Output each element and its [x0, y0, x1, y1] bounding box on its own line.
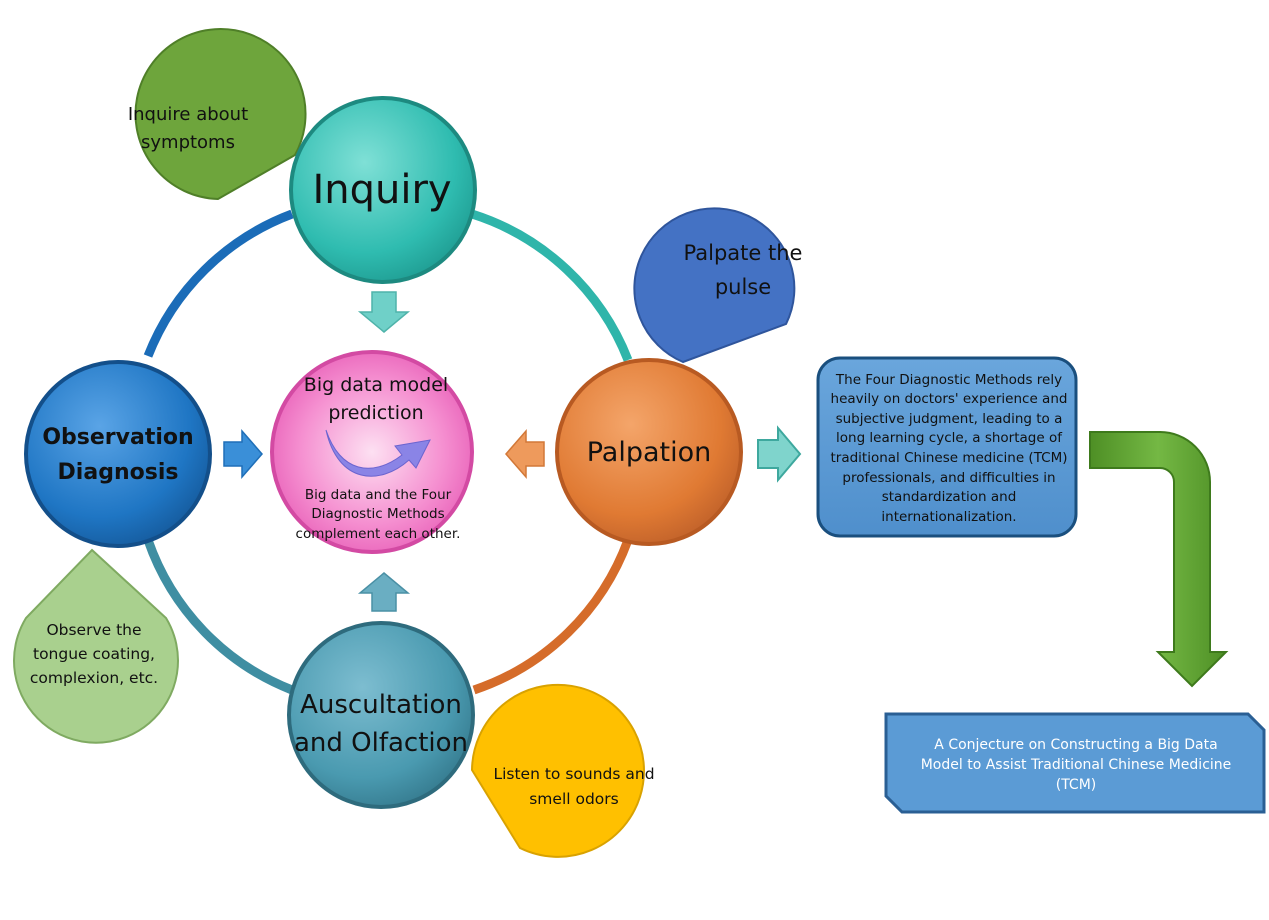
bubble-palpation-text: Palpate the pulse [683, 241, 803, 299]
observation-circle [24, 360, 212, 548]
arrow-to-info-icon [757, 425, 802, 483]
auscultation-label: Auscultation and Olfaction [293, 690, 469, 758]
ring-arc-palpation-auscultation [472, 538, 633, 695]
info-box-text: The Four Diagnostic Methods rely heavily… [830, 371, 1068, 525]
bubble-palpation-shape [633, 207, 796, 364]
cycle-arrow-icon [325, 429, 431, 477]
ring-arc-observation-inquiry [143, 209, 294, 358]
bubble-auscultation-text: Listen to sounds and smell odors [493, 765, 655, 808]
center-title: Big data model prediction [303, 373, 449, 425]
observation-label: Observation Diagnosis [42, 424, 194, 485]
arrow-left-icon [505, 428, 545, 480]
result-box-text: A Conjecture on Constructing a Big Data … [920, 736, 1232, 794]
bubble-inquiry-shape [134, 28, 307, 201]
info-box [816, 356, 1078, 538]
auscultation-circle [287, 621, 475, 809]
bubble-observation-text: Observe the tongue coating, complexion, … [29, 620, 159, 687]
ring-arc-inquiry-palpation [470, 209, 633, 362]
bent-arrow-icon [1089, 431, 1229, 688]
arrow-down-icon [357, 291, 411, 333]
bubble-observation-shape [13, 548, 179, 744]
ring-arc-auscultation-observation [143, 538, 294, 695]
palpation-circle [555, 358, 743, 546]
bubble-auscultation-shape [470, 683, 645, 858]
arrow-up-icon [357, 572, 411, 612]
inquiry-label: Inquiry [312, 167, 452, 213]
center-text: Big data and the Four Diagnostic Methods… [295, 486, 461, 542]
palpation-label: Palpation [586, 436, 712, 468]
bubble-inquiry-text: Inquire about symptoms [127, 104, 249, 153]
arrow-right-icon [223, 428, 263, 480]
center-circle [270, 350, 474, 554]
result-box [884, 712, 1266, 814]
inquiry-circle [289, 96, 477, 284]
